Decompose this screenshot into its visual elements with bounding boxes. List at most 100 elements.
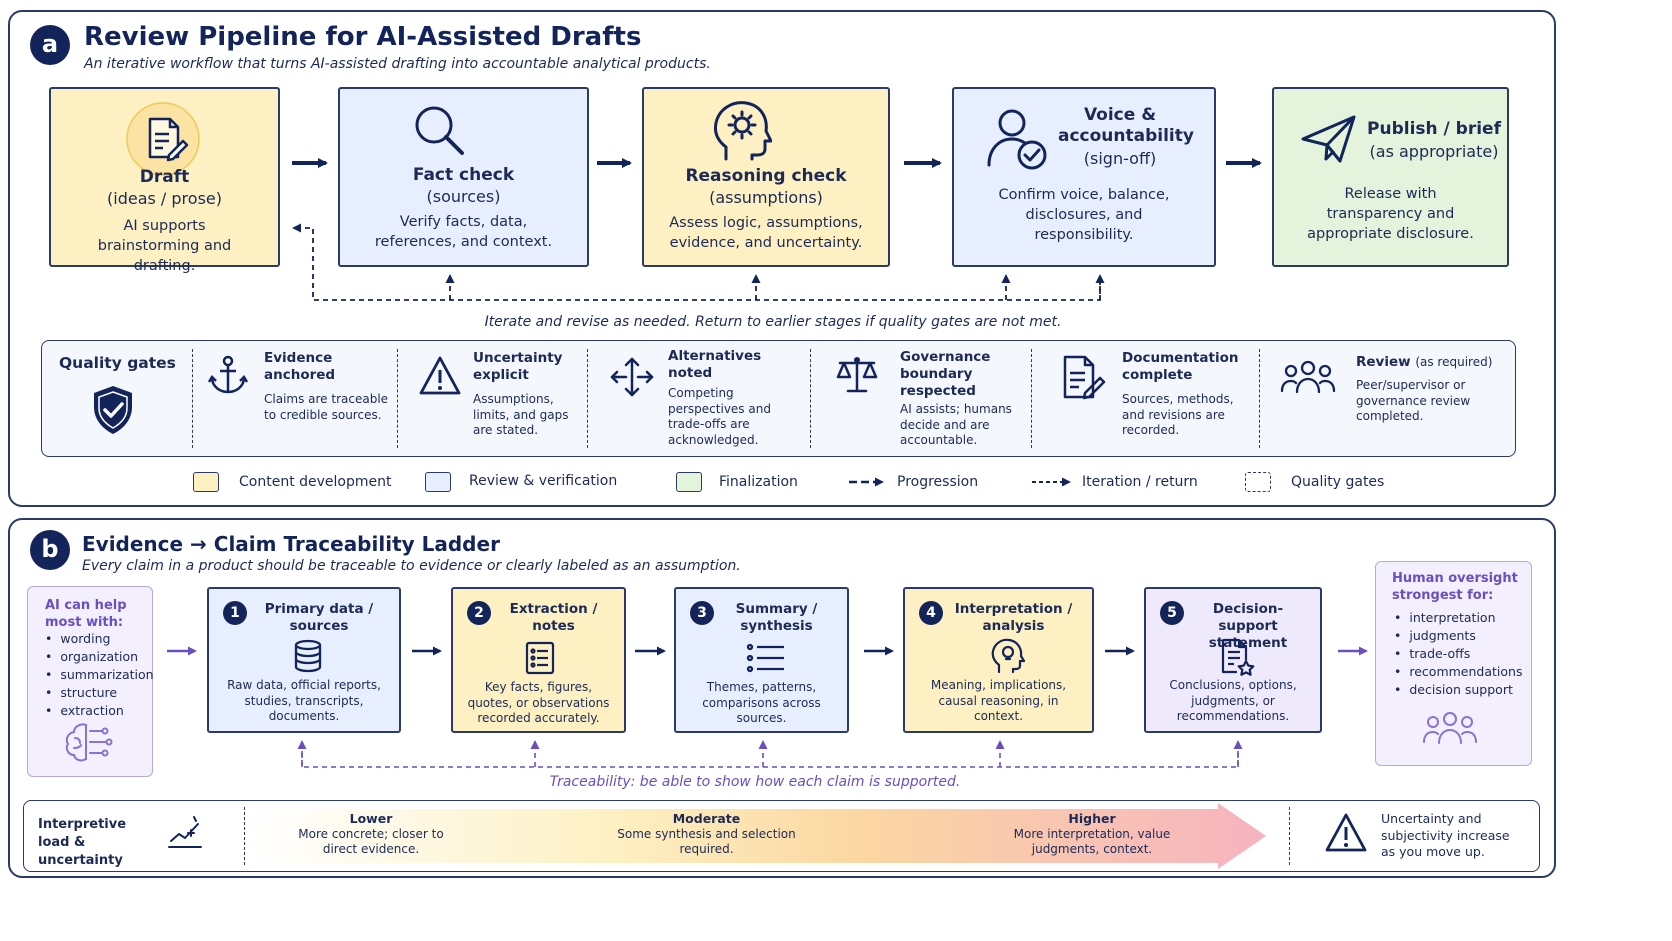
human-oversight-title: Human oversight strongest for:: [1392, 571, 1518, 603]
person-check-icon: [986, 107, 1050, 171]
gate-description: Peer/supervisor or governance review com…: [1356, 378, 1471, 423]
ladder-arrows: [167, 646, 1368, 768]
list-item: organization: [45, 648, 154, 666]
panel-a-subtitle: An iterative workflow that turns AI-assi…: [84, 56, 711, 72]
interpretive-load-label: Interpretive load & uncertainty: [38, 817, 127, 868]
load-level-title: Higher: [1068, 811, 1116, 826]
step-description: Raw data, official reports, studies, tra…: [227, 678, 381, 723]
database-icon: [293, 639, 323, 673]
gate-description: AI assists; humans decide and are accoun…: [900, 402, 1012, 447]
stage-description: Confirm voice, balance, disclosures, and…: [998, 187, 1170, 243]
step-description: Conclusions, options, judgments, or reco…: [1169, 678, 1297, 723]
document-edit-icon: [1059, 353, 1107, 401]
step-description: Meaning, implications, causal reasoning,…: [930, 678, 1067, 723]
shield-check-icon: [90, 383, 136, 437]
load-separator: [1289, 807, 1290, 865]
stage-description: Release with transparency and appropriat…: [1307, 186, 1474, 242]
warning-icon: [418, 355, 462, 397]
arrows-icon: [608, 355, 656, 399]
step-title: Extraction / notes: [509, 601, 598, 634]
gate-title: Documentation complete: [1122, 350, 1239, 383]
list-item: extraction: [45, 702, 154, 720]
ai-help-box: AI can help most with: wording organizat…: [27, 586, 154, 777]
gate-separator: [397, 349, 398, 448]
gate-description: Sources, methods, and revisions are reco…: [1122, 392, 1234, 437]
load-level-title: Lower: [349, 811, 393, 826]
gate-title: Alternatives noted: [668, 348, 762, 381]
legend-swatch-finalization: [676, 472, 702, 492]
iteration-loop: [292, 223, 1101, 301]
load-level-moderate: Moderate Some synthesis and selection re…: [614, 811, 799, 858]
stage-draft: Draft (ideas / prose) AI supports brains…: [49, 87, 280, 274]
legend-swatch-quality-gates: [1245, 472, 1271, 492]
legend-swatch-content: [193, 472, 219, 492]
people-icon: [1280, 359, 1336, 395]
stage-publish-brief: Publish / brief (as appropriate) Release…: [1272, 87, 1509, 267]
list-item: interpretation: [1394, 609, 1522, 627]
traceability-loop: [301, 751, 1239, 768]
gate-separator: [587, 349, 588, 448]
step-number: 1: [223, 601, 247, 625]
head-gear-icon: [710, 97, 772, 165]
list-item: decision support: [1394, 681, 1522, 699]
step-number: 3: [690, 601, 714, 625]
panel-b-badge: b: [30, 530, 70, 570]
list-item: wording: [45, 630, 154, 648]
stage-title: Fact check: [412, 165, 515, 185]
stage-subtitle: (as appropriate): [1369, 142, 1499, 161]
step-number: 5: [1160, 601, 1184, 625]
legend-progression-arrow: [849, 477, 884, 487]
gate-separator: [1031, 349, 1032, 448]
stage-subtitle: (sources): [426, 187, 501, 206]
legend-iteration-arrow: [1032, 477, 1071, 487]
load-level-lower: Lower More concrete; closer to direct ev…: [286, 811, 456, 858]
anchor-icon: [208, 355, 248, 395]
load-level-title: Moderate: [672, 811, 741, 826]
gate-title: Governance boundary respected: [900, 349, 991, 399]
load-level-higher: Higher More interpretation, value judgme…: [1012, 811, 1172, 858]
stage-subtitle: (ideas / prose): [107, 189, 222, 208]
stage-description: Assess logic, assumptions, evidence, and…: [669, 215, 863, 251]
iterate-note: Iterate and revise as needed. Return to …: [484, 314, 1062, 330]
document-star-icon: [1219, 638, 1255, 676]
ladder-step-1: 1 Primary data / sources Raw data, offic…: [207, 587, 401, 733]
gate-title: Review (as required): [1356, 354, 1506, 371]
list-item: trade-offs: [1394, 645, 1522, 663]
document-pencil-icon: [125, 101, 201, 177]
load-level-desc: More concrete; closer to direct evidence…: [298, 826, 444, 857]
legend-swatch-review: [425, 472, 451, 492]
checklist-icon: [525, 641, 555, 675]
gate-separator: [192, 349, 193, 448]
quality-gates-label: Quality gates: [59, 354, 176, 372]
legend-iteration-return: Iteration / return: [1082, 474, 1198, 490]
paper-plane-icon: [1300, 113, 1358, 165]
gate-description: Assumptions, limits, and gaps are stated…: [473, 392, 569, 437]
traceability-note: Traceability: be able to show how each c…: [549, 774, 961, 790]
panel-b-title: Evidence → Claim Traceability Ladder: [82, 532, 500, 556]
stage-description: Verify facts, data, references, and cont…: [374, 214, 553, 250]
list-item: structure: [45, 684, 154, 702]
panel-a-title: Review Pipeline for AI-Assisted Drafts: [84, 22, 642, 52]
stage-subtitle: (assumptions): [709, 188, 823, 207]
ai-help-list: wording organization summarization struc…: [45, 630, 154, 720]
gate-title: Evidence anchored: [264, 350, 336, 383]
step-number: 4: [919, 601, 943, 625]
people-group-icon: [1422, 710, 1478, 746]
ai-help-title: AI can help most with:: [45, 598, 127, 630]
stage-subtitle: (sign-off): [1083, 149, 1157, 168]
load-level-desc: Some synthesis and selection required.: [617, 826, 796, 857]
trend-chart-icon: [166, 813, 204, 851]
stage-description: AI supports brainstorming and drafting.: [97, 218, 232, 274]
ladder-step-3: 3 Summary / synthesis Themes, patterns, …: [674, 587, 849, 733]
gate-title: Uncertainty explicit: [473, 350, 563, 383]
stage-title: Voice & accountability: [1058, 105, 1194, 146]
head-bulb-icon: [991, 638, 1025, 674]
interpretive-load-bar: Interpretive load & uncertainty Lower Mo…: [23, 800, 1540, 872]
gate-separator: [810, 349, 811, 448]
load-warning-text: Uncertainty and subjectivity increase as…: [1381, 811, 1510, 859]
load-separator: [244, 807, 245, 865]
ladder-step-5: 5 Decision-support statement Conclusions…: [1144, 587, 1322, 733]
panel-a-badge: a: [30, 25, 70, 65]
panel-b-subtitle: Every claim in a product should be trace…: [82, 558, 741, 574]
stage-title: Publish / brief: [1367, 119, 1501, 139]
